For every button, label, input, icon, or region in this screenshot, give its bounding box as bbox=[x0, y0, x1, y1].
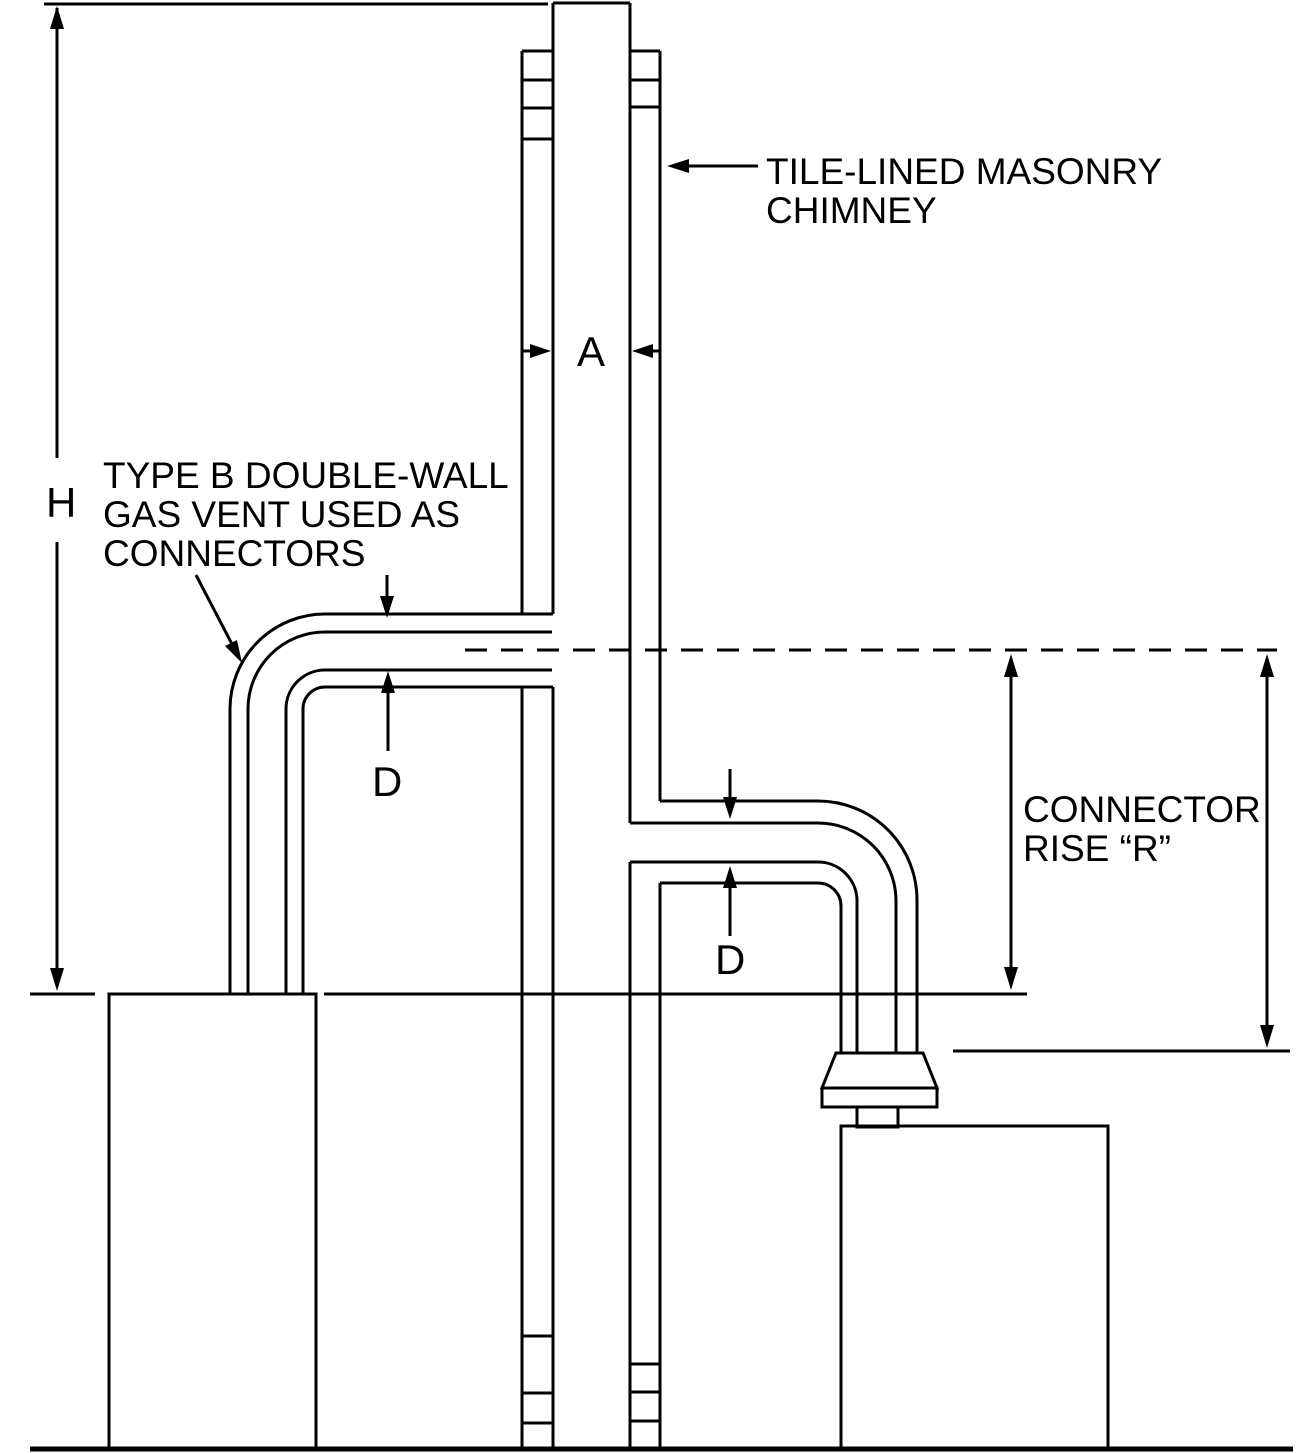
brick-joints-base-left bbox=[522, 1334, 553, 1425]
vent-label-leader bbox=[194, 574, 236, 649]
masonry-chimney bbox=[520, 1, 662, 1448]
lower-d-down-arrowhead bbox=[723, 797, 737, 819]
lower-vent-connector bbox=[630, 799, 919, 1052]
upper-d-dimension-label: D bbox=[372, 758, 402, 805]
rise-left-top-arrowhead bbox=[1004, 654, 1018, 677]
chimney-label-line1: TILE-LINED MASONRY bbox=[766, 151, 1162, 192]
rise-left-bottom-arrowhead bbox=[1004, 967, 1018, 990]
rise-label-line2: RISE “R” bbox=[1023, 828, 1171, 869]
h-dimension-label: H bbox=[46, 479, 76, 526]
lower-connector-inner-bottom bbox=[630, 860, 859, 1052]
rise-right-bottom-arrowhead bbox=[1260, 1025, 1274, 1048]
vent-label-line1: TYPE B DOUBLE-WALL bbox=[103, 455, 509, 496]
upper-vent-connector bbox=[228, 612, 553, 994]
rise-right-top-arrowhead bbox=[1260, 654, 1274, 677]
upper-d-down-arrowhead bbox=[380, 596, 394, 618]
h-bottom-arrowhead bbox=[50, 968, 64, 991]
upper-connector-outer-bottom bbox=[301, 685, 553, 994]
draft-hood-skirt bbox=[820, 1086, 939, 1109]
vent-leader-arrowhead bbox=[225, 640, 242, 663]
brick-joints-base-right bbox=[630, 1362, 660, 1423]
upper-connector-inner-top bbox=[246, 630, 552, 994]
lower-connector-outer-bottom bbox=[660, 881, 843, 1052]
h-top-arrowhead bbox=[50, 6, 64, 29]
lower-floor-appliance bbox=[839, 1124, 1110, 1449]
vent-label-line3: CONNECTORS bbox=[103, 533, 365, 574]
a-left-arrowhead bbox=[530, 344, 551, 358]
chimney-label-line2: CHIMNEY bbox=[766, 190, 937, 231]
upper-d-up-arrowhead bbox=[381, 671, 395, 693]
a-right-arrowhead bbox=[632, 344, 653, 358]
lower-connector-outer-top bbox=[660, 799, 919, 1052]
vent-label-line2: GAS VENT USED AS bbox=[103, 494, 460, 535]
upper-connector-diameter-dimension bbox=[385, 575, 390, 751]
upper-connector-outer-top bbox=[228, 612, 553, 994]
upper-floor-appliance bbox=[107, 992, 318, 1449]
a-dimension-label: A bbox=[577, 328, 605, 375]
lower-d-dimension-label: D bbox=[715, 936, 745, 983]
connector-rise-dimension bbox=[1009, 660, 1269, 1042]
lower-connector-inner-top bbox=[630, 821, 898, 1052]
upper-connector-inner-bottom bbox=[284, 668, 552, 994]
rise-label-line1: CONNECTOR bbox=[1023, 789, 1261, 830]
lower-d-up-arrowhead bbox=[723, 866, 737, 888]
brick-joints-top-left bbox=[522, 78, 553, 141]
brick-joints-top-right bbox=[630, 78, 660, 109]
chimney-leader-arrowhead bbox=[667, 159, 689, 173]
